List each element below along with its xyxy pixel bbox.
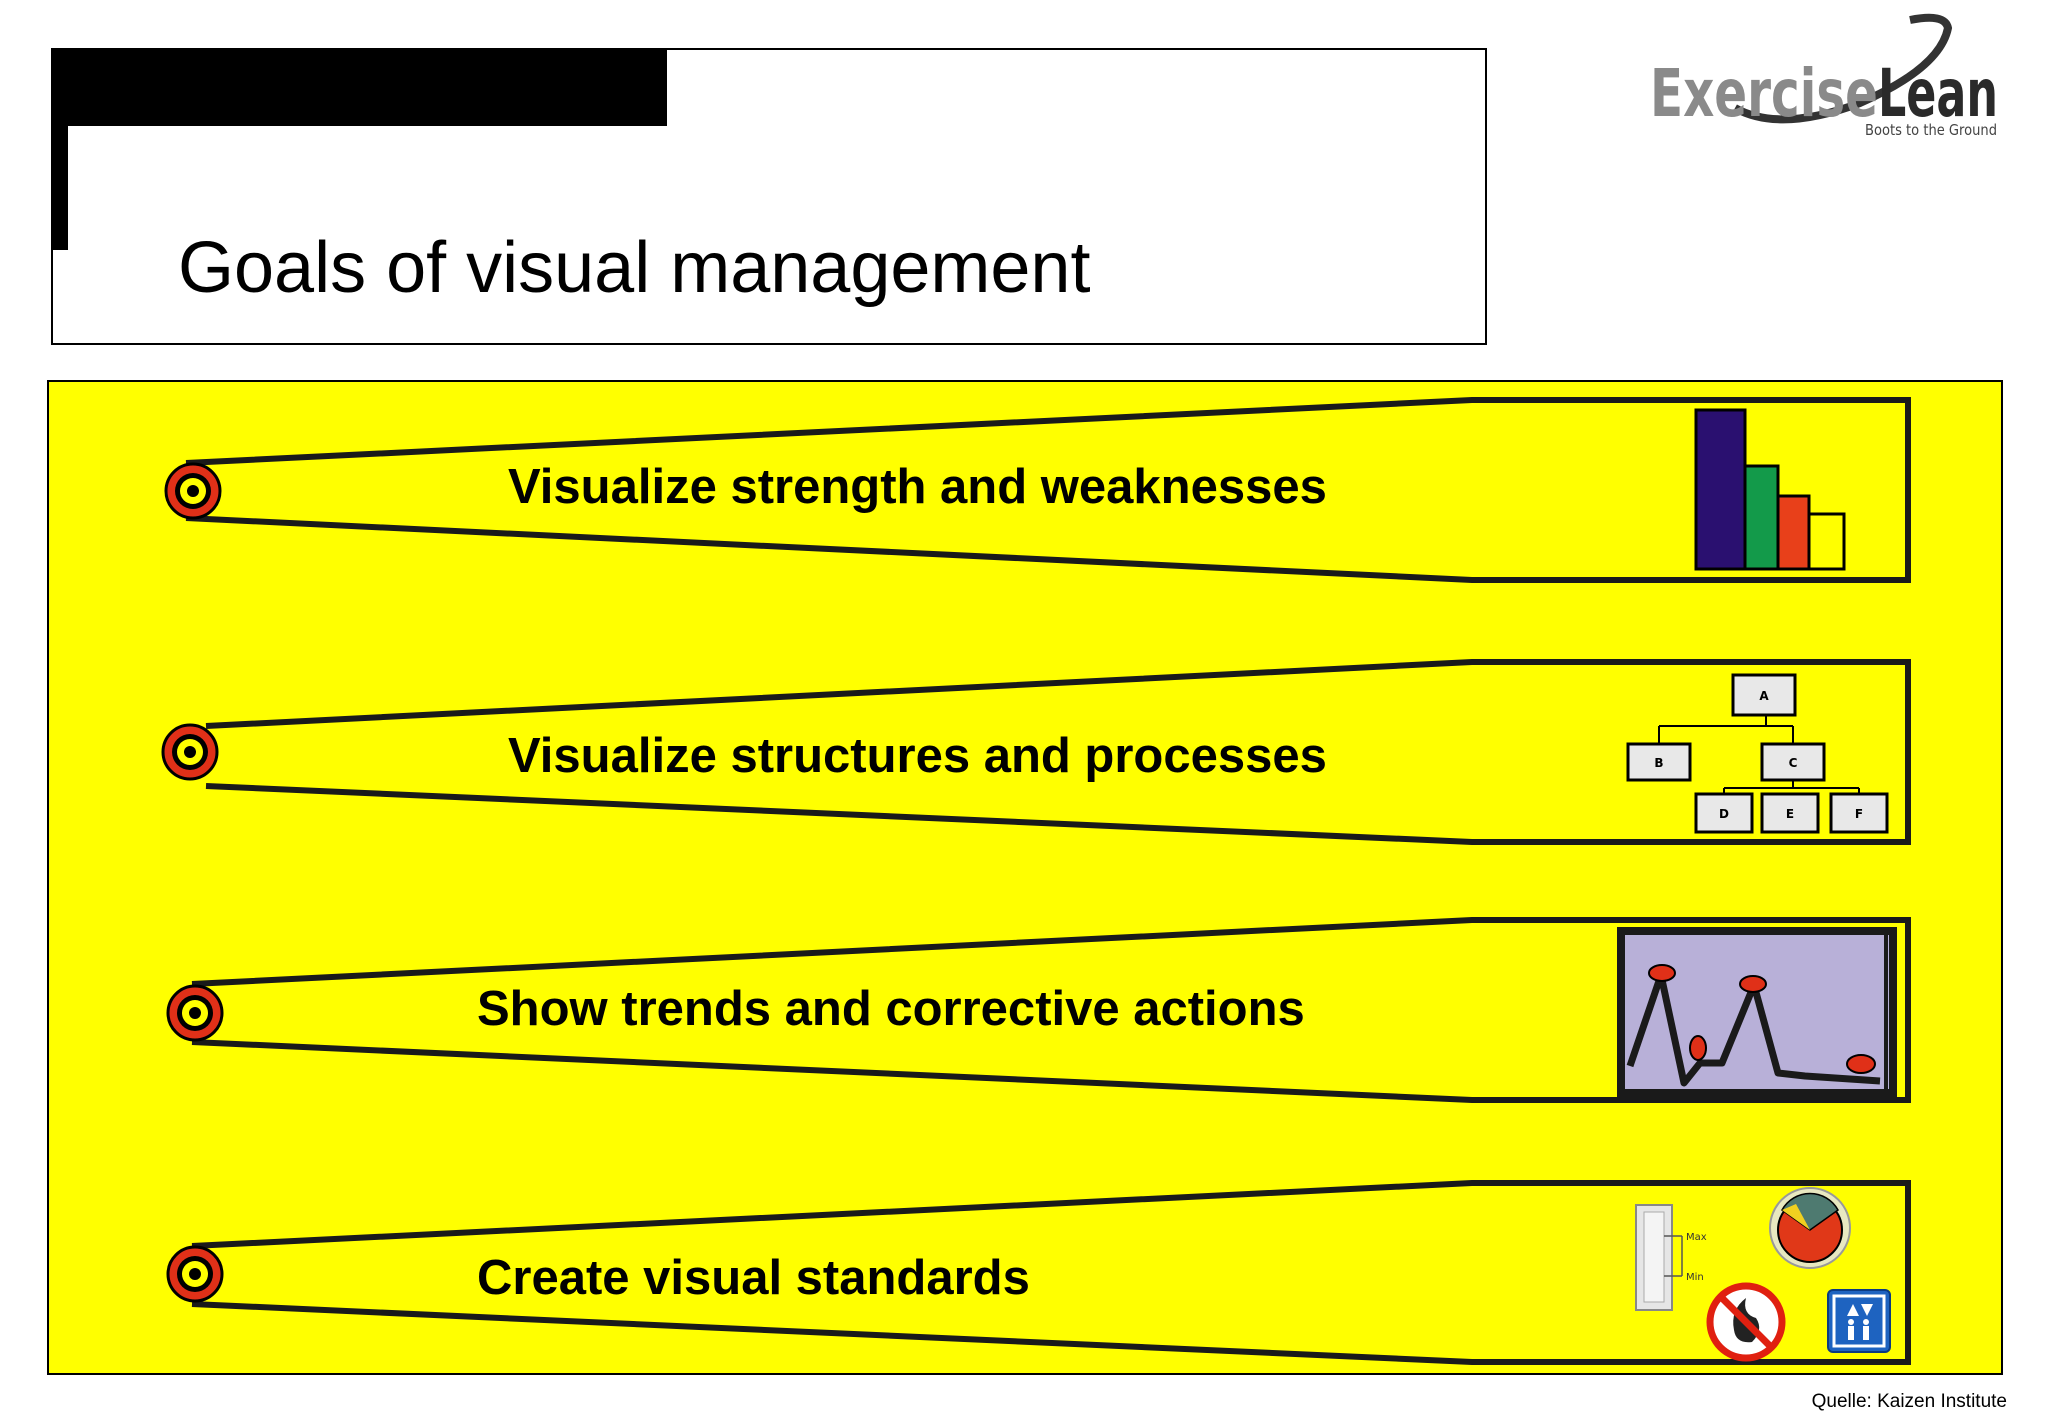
gauge-min-label: Min xyxy=(1686,1272,1704,1283)
alert-marker xyxy=(1846,1054,1876,1074)
org-node-c-label: C xyxy=(1789,756,1798,770)
exerciselean-logo: Exercise Lean Boots to the Ground xyxy=(1650,13,1998,138)
visual-standards-icon: Max Min xyxy=(1635,1187,1891,1362)
target-icon xyxy=(164,462,222,520)
target-icon xyxy=(166,984,224,1042)
pie-dial-icon xyxy=(1769,1187,1851,1269)
page-title: Goals of visual management xyxy=(178,228,1091,308)
goal-label-1: Visualize strength and weaknesses xyxy=(508,460,1327,514)
goal-label-2: Visualize structures and processes xyxy=(508,729,1327,783)
logo-swoosh xyxy=(1733,13,1953,124)
goal-label-3: Show trends and corrective actions xyxy=(477,982,1305,1036)
source-note: Quelle: Kaizen Institute xyxy=(1811,1391,2007,1412)
no-fire-sign-icon xyxy=(1706,1282,1786,1362)
bar-chart-icon xyxy=(1694,408,1846,571)
goal-pennant-4: Max Min xyxy=(166,1180,1911,1365)
alert-marker xyxy=(1739,975,1767,993)
logo-tagline: Boots to the Ground xyxy=(1865,121,1997,138)
org-node-c xyxy=(1760,742,1826,782)
goal-pennant-2: A B C D E F xyxy=(161,659,1911,845)
org-node-e xyxy=(1760,792,1820,834)
org-node-f xyxy=(1829,792,1889,834)
org-node-f-label: F xyxy=(1855,807,1863,821)
org-node-d-label: D xyxy=(1719,807,1729,821)
alert-marker xyxy=(1648,964,1676,982)
org-node-a xyxy=(1731,673,1797,717)
alert-marker xyxy=(1689,1035,1707,1061)
org-node-e-label: E xyxy=(1786,807,1794,821)
gauge-max-label: Max xyxy=(1686,1232,1707,1243)
logo-text-lean: Lean xyxy=(1878,55,1998,132)
org-node-b xyxy=(1626,742,1692,782)
org-node-d xyxy=(1694,792,1754,834)
goal-pennant-1 xyxy=(164,397,1911,583)
logo-text-exercise: Exercise xyxy=(1650,55,1878,132)
goal-pennant-3 xyxy=(166,917,1911,1103)
elevator-sign-icon xyxy=(1827,1289,1891,1353)
title-accent-side xyxy=(51,48,68,250)
target-icon xyxy=(161,723,219,781)
org-node-a-label: A xyxy=(1759,689,1769,703)
trend-chart-icon xyxy=(1617,927,1897,1097)
target-icon xyxy=(166,1245,224,1303)
goal-label-4: Create visual standards xyxy=(477,1251,1030,1305)
org-node-b-label: B xyxy=(1654,756,1663,770)
title-accent-bar xyxy=(51,48,667,126)
org-chart-icon: A B C D E F xyxy=(1626,673,1889,834)
goals-panel xyxy=(47,380,2003,1375)
level-gauge-icon: Max Min xyxy=(1635,1204,1707,1311)
